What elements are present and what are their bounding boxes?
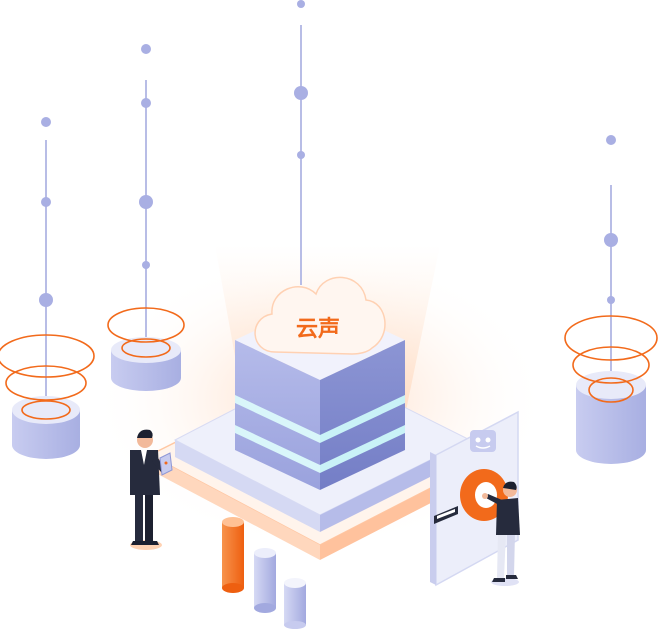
businessman-with-tablet [130,429,173,550]
tablet-icon [159,452,173,476]
bar-column-orange [222,517,244,593]
bar-column-blue-2 [284,578,306,629]
id-card-icon [434,506,458,524]
cloud-label: 云声 [296,317,340,342]
antenna-pole-3 [294,0,308,285]
cylinder-right [564,315,658,464]
bar-column-blue-1 [254,548,276,613]
cylinder-middle-left [107,307,185,391]
antenna-pole-1 [39,117,53,400]
worker-reaching [482,481,520,586]
robot-face-icon [470,430,496,452]
cylinder-left [0,334,95,459]
antenna-pole-4 [604,135,618,385]
antenna-pole-2 [139,44,153,345]
cloud-icon: 云声 [254,276,386,355]
